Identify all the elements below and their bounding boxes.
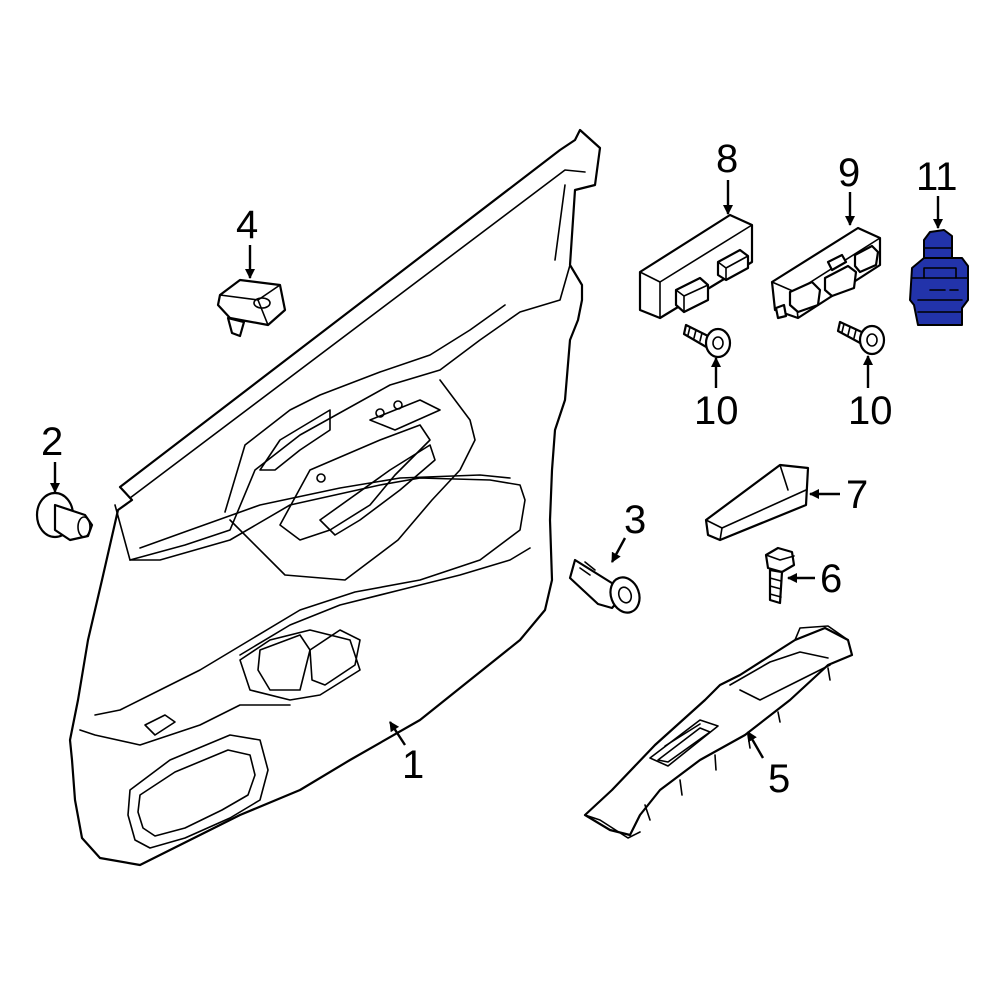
pin-part[interactable] [568,558,644,617]
clip-part[interactable] [35,491,94,542]
window-switch-part[interactable] [638,213,754,320]
bracket-part[interactable] [216,278,287,338]
callout-8: 8 [716,137,738,181]
leader-5 [746,731,765,759]
master-window-switch-part[interactable] [770,226,882,320]
bolt-part[interactable] [764,546,796,605]
callout-4: 4 [236,203,258,247]
callout-10a: 10 [694,389,739,433]
highlighted-switch-part[interactable] [909,229,969,326]
callout-10b: 10 [848,389,893,433]
callout-9: 9 [838,151,860,195]
callout-3: 3 [624,498,646,542]
switch-bezel-part[interactable] [583,625,854,839]
callout-7: 7 [846,473,868,517]
leader-1 [388,721,407,746]
pad-insert-part[interactable] [704,463,810,542]
callout-6: 6 [820,557,842,601]
screw-part-a[interactable] [682,323,732,359]
callout-2: 2 [41,420,63,464]
screw-part-b[interactable] [836,320,886,356]
leader-3 [610,537,627,563]
callout-5: 5 [768,757,790,801]
callout-11: 11 [916,155,958,199]
leader-lines [50,180,943,759]
callout-labels: 1 2 3 4 5 6 7 8 9 10 10 11 [41,137,958,801]
callout-1: 1 [402,743,424,787]
door-trim-panel[interactable] [68,128,602,867]
